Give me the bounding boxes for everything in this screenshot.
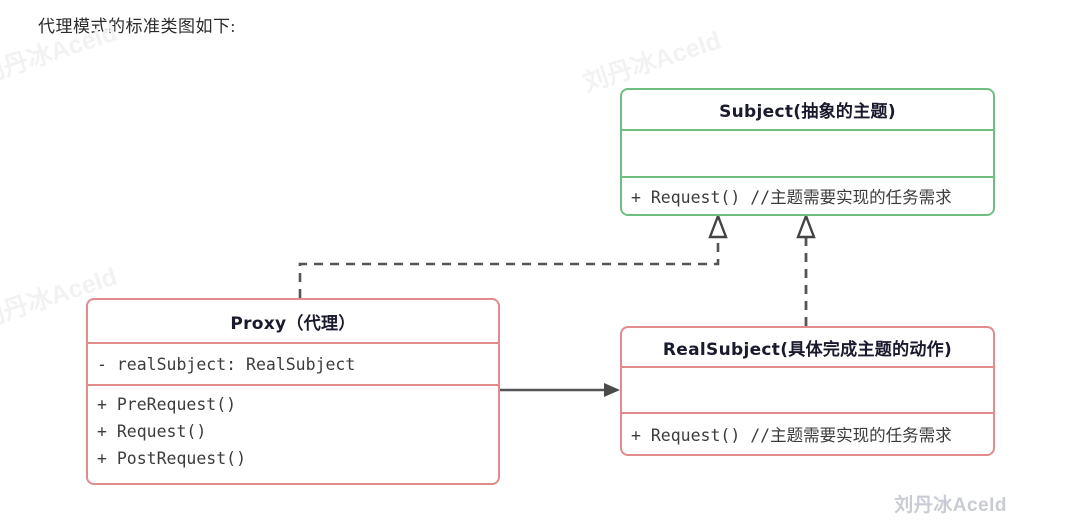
- class-method-proxy-postrequest: + PostRequest(): [97, 449, 247, 468]
- class-method-subject-request: + Request() //主题需要实现的任务需求: [622, 176, 993, 214]
- class-box-subject[interactable]: Subject(抽象的主题) + Request() //主题需要实现的任务需求: [620, 88, 995, 216]
- class-method-proxy-prerequest: + PreRequest(): [97, 395, 237, 414]
- class-attribute-proxy-realsubject: - realSubject: RealSubject: [88, 342, 498, 384]
- page-title: 代理模式的标准类图如下:: [38, 17, 236, 36]
- class-method-realsubject-request: + Request() //主题需要实现的任务需求: [622, 412, 993, 454]
- class-method-proxy-request: + Request(): [97, 422, 207, 441]
- connector-proxy-to-subject: [298, 212, 728, 298]
- class-attributes-realsubject: [622, 366, 993, 412]
- connector-realsubject-to-subject: [796, 212, 816, 326]
- class-methods-proxy: + PreRequest() + Request() + PostRequest…: [88, 384, 498, 483]
- class-box-proxy[interactable]: Proxy（代理） - realSubject: RealSubject + P…: [86, 298, 500, 485]
- class-title-proxy: Proxy（代理）: [230, 313, 356, 334]
- connector-proxy-to-realsubject: [500, 383, 620, 397]
- brand-watermark: 刘丹冰AceId: [894, 495, 1007, 516]
- class-title-realsubject: RealSubject(具体完成主题的动作): [662, 339, 953, 360]
- class-attributes-subject: [622, 129, 993, 176]
- class-title-subject: Subject(抽象的主题): [719, 102, 896, 122]
- class-box-realsubject[interactable]: RealSubject(具体完成主题的动作) + Request() //主题需…: [620, 326, 995, 456]
